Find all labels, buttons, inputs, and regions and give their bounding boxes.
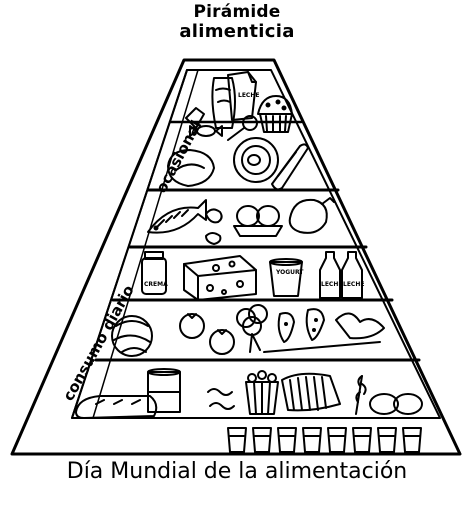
chicken-icon: [288, 197, 335, 234]
cabbage-icon: [111, 315, 153, 357]
yogurt-icon: YOGURT: [269, 258, 304, 297]
milk-carton-label: LECHE: [238, 92, 259, 99]
cans-icon: [147, 368, 181, 413]
muffin-icon: [257, 95, 293, 133]
milk-carton-icon: LECHE: [227, 71, 259, 121]
tier-dairy: CREMA YOGURT LECHE LECHE: [141, 251, 364, 301]
water-glass-icon: [377, 427, 397, 453]
sausage-icon: [271, 143, 309, 191]
yogurt-label: YOGURT: [275, 269, 304, 276]
candy-icon: [189, 125, 223, 137]
tomatoes-icon: [179, 313, 235, 355]
strawberries-icon: [277, 308, 325, 343]
cream-jar-label: CREMA: [144, 281, 168, 288]
wheat-icon: [355, 375, 367, 415]
water-glass-icon: [327, 427, 347, 453]
title-line-2: alimenticia: [179, 21, 295, 42]
tier-proteins: [147, 197, 335, 245]
steak-icon: [167, 149, 215, 187]
water-glass-icon: [352, 427, 372, 453]
milk-bottle-right-label: LECHE: [343, 281, 364, 288]
milk-bottle-left-label: LECHE: [321, 281, 342, 288]
pyramid-outline: [10, 58, 462, 456]
tier-sweets: LECHE: [185, 71, 293, 141]
tier-cereals: [75, 368, 423, 419]
cream-jar-icon: CREMA: [141, 251, 168, 295]
eggs-icon: [233, 205, 283, 237]
sliced-bread-icon: [281, 372, 341, 412]
title-line-1: Pirámide: [193, 2, 281, 22]
water-glasses-row: [227, 427, 422, 453]
broccoli-icon: [236, 304, 268, 353]
bread-loaf-icon: [75, 395, 158, 419]
jar-icon: [185, 107, 205, 129]
water-glass-icon: [252, 427, 272, 453]
water-glass-icon: [227, 427, 247, 453]
fish-icon: [147, 199, 207, 234]
popcorn-icon: [245, 370, 279, 415]
potatoes-icon: [369, 393, 423, 415]
water-glass-icon: [277, 427, 297, 453]
milk-bottles-icon: LECHE LECHE: [319, 251, 364, 299]
pasta-icon: [207, 388, 235, 410]
tier-meats: [167, 137, 309, 191]
tier-fruits-vegetables: [111, 304, 385, 357]
water-glass-icon: [302, 427, 322, 453]
lollipop-icon: [227, 115, 258, 141]
peanuts-icon: [205, 208, 223, 245]
cheese-icon: [183, 255, 257, 301]
greens-icon: [263, 312, 385, 353]
water-glass-icon: [402, 427, 422, 453]
footer-caption: Día Mundial de la alimentación: [66, 459, 408, 484]
ham-icon: [233, 137, 279, 183]
